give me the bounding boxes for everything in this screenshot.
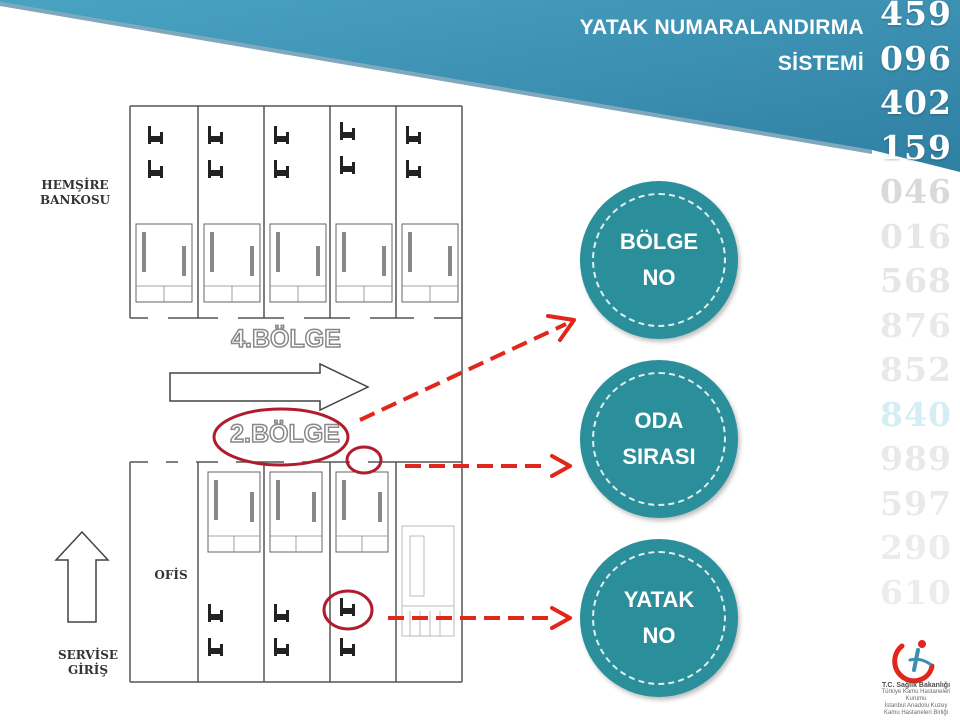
circle-bolge-no: BÖLGE NO — [580, 181, 738, 339]
page-title: YATAK NUMARALANDIRMA SİSTEMİ — [580, 10, 864, 82]
logo-caption: T.C. Sağlık Bakanlığı Türkiye Kamu Hasta… — [874, 682, 958, 717]
circle-yatak-no: YATAK NO — [580, 539, 738, 697]
decor-number: 597 — [880, 483, 952, 523]
decor-number: 852 — [880, 350, 952, 389]
circle-oda-sirasi: ODA SIRASI — [580, 360, 738, 518]
office-label: OFİS — [154, 568, 188, 582]
circle-label: BÖLGE NO — [619, 229, 699, 290]
ministry-logo — [892, 640, 935, 684]
decor-number: 459 — [880, 0, 952, 33]
zone-label-2: 2.BÖLGE — [229, 419, 340, 449]
floor-plan — [54, 105, 463, 683]
dashed-ring — [592, 193, 726, 327]
decor-number: 568 — [880, 261, 952, 300]
entrance-label: SERVİSE GİRİŞ — [57, 648, 119, 677]
decor-number: 876 — [880, 305, 952, 345]
header-banner — [0, 0, 960, 172]
circle-label: YATAK NO — [623, 587, 695, 648]
room-highlight-ring — [345, 445, 383, 475]
nurse-station-label: HEMŞİRE BANKOSU — [40, 178, 111, 207]
logo-line-4: Kamu Hastaneleri Birliği — [883, 710, 949, 716]
decor-number: 016 — [880, 216, 952, 256]
title-line-2: SİSTEMİ — [777, 52, 864, 75]
decor-number: 096 — [880, 38, 952, 78]
decor-number: 989 — [880, 439, 952, 478]
zone-label-4: 4.BÖLGE — [230, 324, 341, 354]
zone-highlight-ring — [212, 407, 350, 467]
decor-number: 840 — [880, 394, 952, 434]
circle-label: ODA SIRASI — [622, 408, 696, 469]
dashed-ring — [592, 551, 726, 685]
logo-ministry: T.C. Sağlık Bakanlığı — [881, 682, 951, 689]
title-line-1: YATAK NUMARALANDIRMA — [579, 16, 864, 39]
decor-number: 402 — [880, 83, 952, 122]
decor-number: 610 — [880, 572, 952, 612]
decorative-number-column: 459 096 402 159 046 016 568 876 852 840 … — [872, 0, 960, 615]
arrow-zone-to-bolge — [359, 322, 567, 422]
decor-number: 290 — [880, 528, 952, 567]
bed-highlight-ring — [322, 589, 374, 631]
logo-line-3: İstanbul Anadolu Kuzey — [884, 703, 948, 709]
logo-line-2: Türkiye Kamu Hastaneleri Kurumu — [881, 689, 951, 702]
dashed-ring — [592, 372, 726, 506]
decor-number: 046 — [880, 172, 952, 211]
decor-number: 159 — [880, 127, 952, 167]
